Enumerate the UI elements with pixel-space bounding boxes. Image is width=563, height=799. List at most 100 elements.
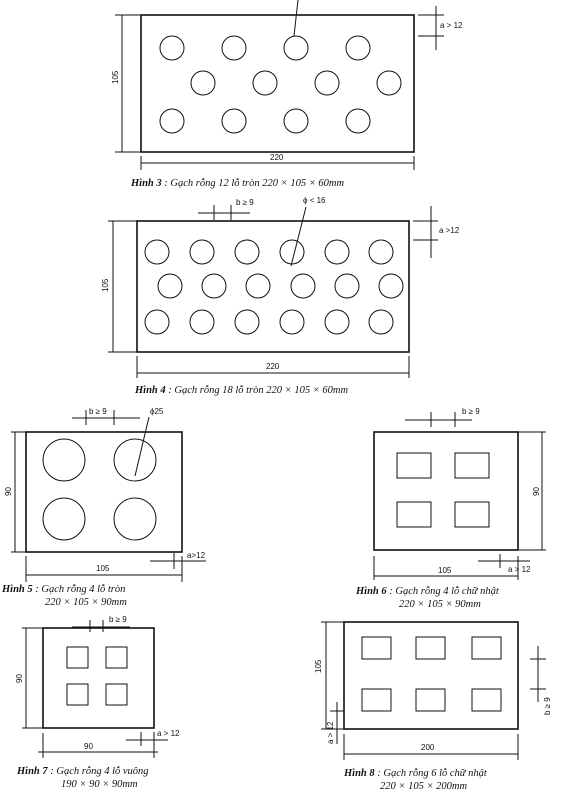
caption-label: Hình 3 [131, 178, 162, 189]
round-hole [201, 273, 227, 299]
rect-hole [415, 636, 446, 660]
hole-group [144, 239, 404, 335]
round-hole [368, 239, 394, 265]
brick-outline [140, 14, 415, 153]
height-dimension: 105 [101, 278, 110, 292]
round-hole [189, 239, 215, 265]
caption-label: Hình 8 [344, 768, 375, 779]
round-hole [190, 70, 216, 96]
round-hole [144, 239, 170, 265]
rect-hole [396, 452, 432, 479]
leader-line [293, 0, 299, 37]
round-hole [159, 35, 185, 61]
rect-hole [454, 501, 490, 528]
height-dimension: 105 [314, 659, 323, 673]
figure-3-caption: Hình 3 : Gạch rỗng 12 lỗ tròn 220 × 105 … [131, 177, 344, 190]
square-hole [105, 646, 128, 669]
round-hole [42, 497, 86, 541]
round-hole [252, 70, 278, 96]
round-hole [376, 70, 402, 96]
rect-hole [361, 636, 392, 660]
round-hole [324, 309, 350, 335]
round-hole [290, 273, 316, 299]
square-hole [105, 683, 128, 706]
figure-5-caption: Hình 5 : Gạch rỗng 4 lỗ tròn [2, 583, 125, 596]
brick-outline [25, 431, 183, 553]
caption-text: : Gạch rỗng 4 lỗ chữ nhật [389, 586, 499, 597]
b-note: b ≥ 9 [89, 407, 107, 416]
square-hole [66, 646, 89, 669]
round-hole [144, 309, 170, 335]
hole-group [159, 35, 402, 134]
a-note: a > 12 [508, 565, 531, 574]
width-dimension: 200 [421, 743, 435, 752]
round-hole [314, 70, 340, 96]
caption-label: Hình 5 [2, 584, 33, 595]
figure-7-caption: Hình 7 : Gạch rỗng 4 lỗ vuông [17, 765, 149, 778]
figure-4-drawing: b ≥ 9 ϕ < 16 a >12 105 220 [101, 196, 460, 378]
width-dimension: 220 [266, 362, 280, 371]
caption-text: : Gạch rỗng 4 lỗ tròn [35, 584, 126, 595]
round-hole [345, 108, 371, 134]
caption-label: Hình 6 [356, 586, 387, 597]
a-note: a > 12 [157, 729, 180, 738]
round-hole [345, 35, 371, 61]
brick-outline [42, 627, 155, 729]
b-note: b ≥ 9 [462, 407, 480, 416]
figure-5-caption-line2: 220 × 105 × 90mm [45, 597, 127, 608]
round-hole [189, 309, 215, 335]
figure-3-drawing: 220 105 a > 12 [111, 0, 463, 170]
round-hole [221, 35, 247, 61]
caption-label: Hình 4 [135, 385, 166, 396]
caption-text: : Gạch rỗng 6 lỗ chữ nhật [377, 768, 487, 779]
height-dimension: 90 [532, 487, 541, 496]
a-note: a>12 [187, 551, 206, 560]
round-hole [283, 35, 309, 61]
round-hole [42, 438, 86, 482]
rect-hole [415, 688, 446, 712]
figure-5-drawing: b ≥ 9 ϕ25 90 105 a>12 [4, 407, 206, 582]
rect-hole [454, 452, 490, 479]
height-dimension: 90 [15, 674, 24, 683]
width-dimension: 105 [96, 564, 110, 573]
a-note: a > 12 [326, 721, 335, 744]
round-hole [159, 108, 185, 134]
a-note: a >12 [439, 226, 460, 235]
b-note: b ≥ 9 [236, 198, 254, 207]
figure-8-caption-line2: 220 × 105 × 200mm [380, 781, 468, 792]
a-note: a > 12 [440, 21, 463, 30]
caption-label: Hình 7 [17, 766, 48, 777]
round-hole [157, 273, 183, 299]
caption-text: : Gạch rỗng 18 lỗ tròn 220 × 105 × 60mm [168, 385, 349, 396]
round-hole [113, 438, 157, 482]
round-hole [378, 273, 404, 299]
caption-text: : Gạch rỗng 4 lỗ vuông [50, 766, 149, 777]
round-hole [334, 273, 360, 299]
figure-7-caption-line2: 190 × 90 × 90mm [61, 779, 138, 790]
rect-hole [396, 501, 432, 528]
round-hole [279, 309, 305, 335]
leader-line [134, 416, 150, 477]
figure-8-caption: Hình 8 : Gạch rỗng 6 lỗ chữ nhật [344, 767, 487, 780]
brick-outline [136, 220, 410, 353]
caption-text: : Gạch rỗng 12 lỗ tròn 220 × 105 × 60mm [164, 178, 345, 189]
height-dimension: 90 [4, 487, 13, 496]
round-hole [283, 108, 309, 134]
brick-outline [373, 431, 519, 551]
brick-outline [343, 621, 519, 730]
round-hole [245, 273, 271, 299]
height-dimension: 105 [111, 70, 120, 84]
width-dimension: 105 [438, 566, 452, 575]
figure-4-caption: Hình 4 : Gạch rỗng 18 lỗ tròn 220 × 105 … [135, 384, 348, 397]
round-hole [234, 309, 260, 335]
round-hole [368, 309, 394, 335]
round-hole [234, 239, 260, 265]
phi-note: ϕ < 16 [303, 196, 326, 205]
round-hole [113, 497, 157, 541]
rect-hole [471, 636, 502, 660]
phi-note: ϕ25 [150, 407, 164, 416]
figure-6-drawing: b ≥ 9 90 105 a > 12 [373, 407, 546, 580]
rect-hole [361, 688, 392, 712]
round-hole [221, 108, 247, 134]
